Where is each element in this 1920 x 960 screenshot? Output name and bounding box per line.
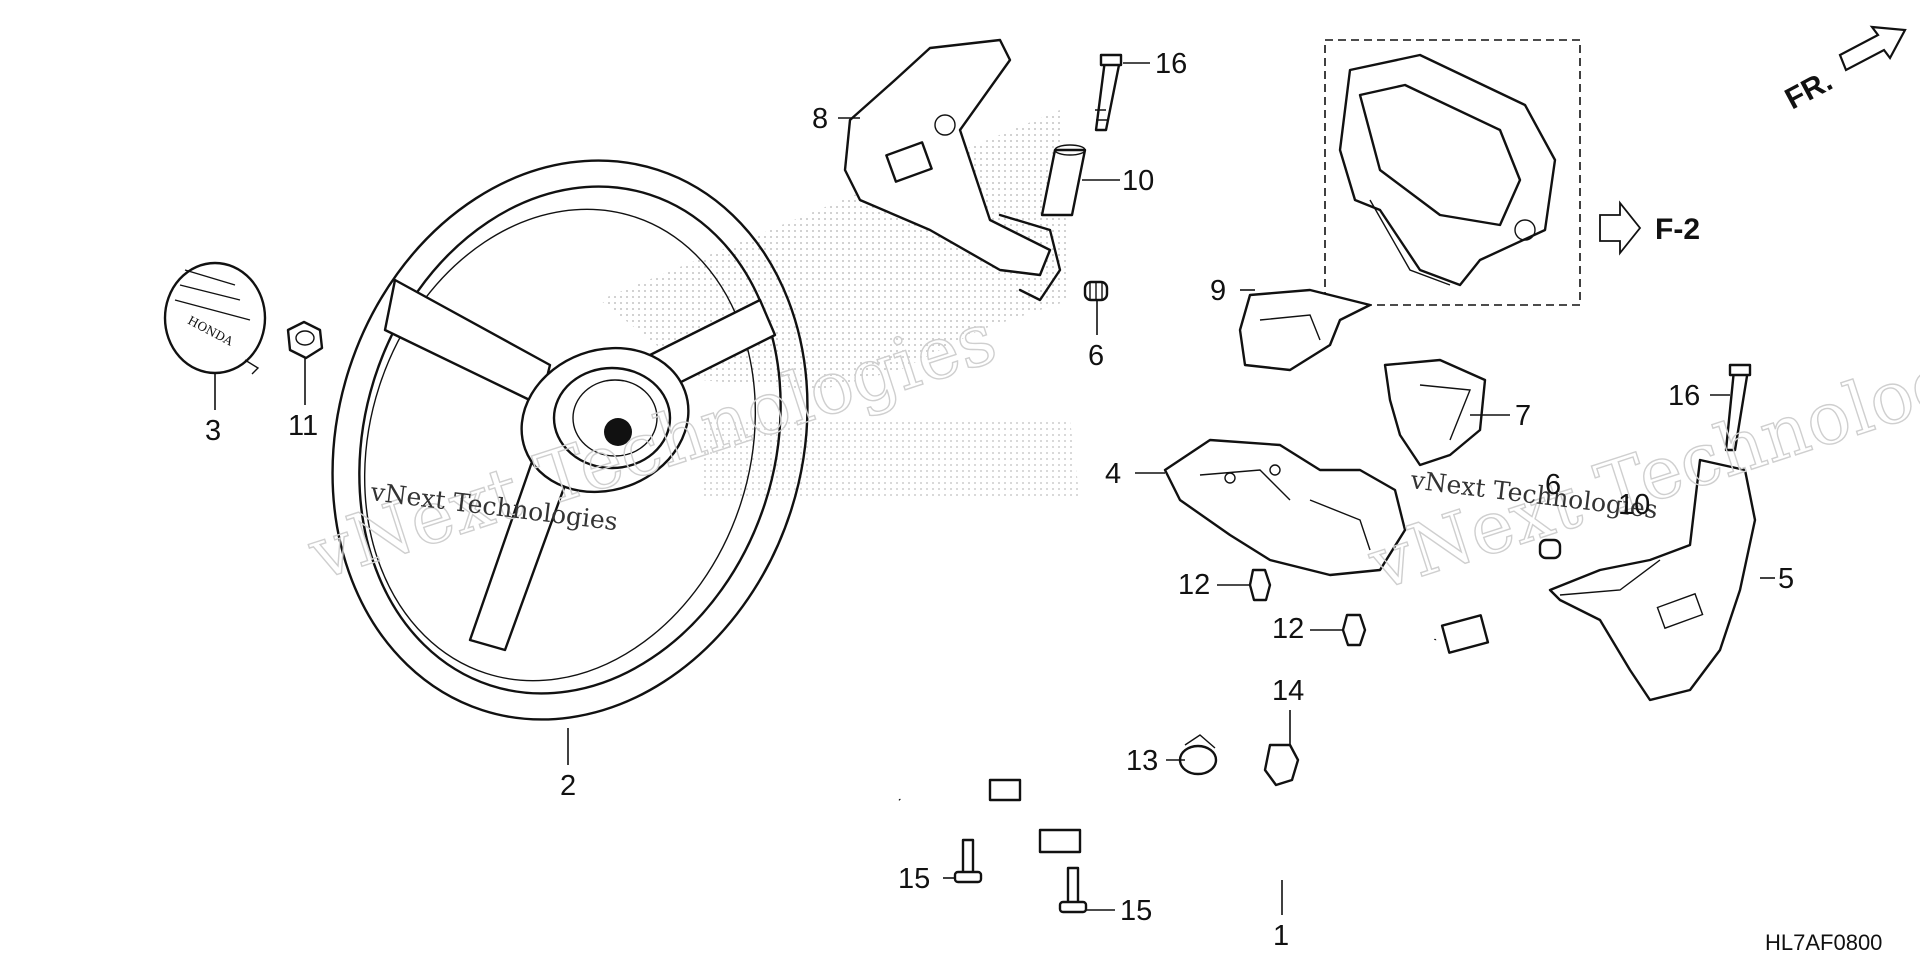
callout-9: 9 [1210, 275, 1226, 307]
bolt-right [1724, 363, 1752, 452]
switch-7 [1383, 358, 1487, 467]
front-direction-arrow [1838, 25, 1907, 72]
callout-16-top: 16 [1155, 48, 1187, 80]
direction-label: FR. [1780, 64, 1838, 116]
screw-15-right [1058, 866, 1088, 914]
switch-cover-left [843, 38, 1062, 302]
steering-wheel [331, 159, 809, 721]
callout-14: 14 [1272, 675, 1304, 707]
callout-6-top: 6 [1088, 340, 1104, 372]
grommet [1263, 743, 1300, 787]
callout-10-top: 10 [1122, 165, 1154, 197]
callout-12-left: 12 [1178, 569, 1210, 601]
mounting-bracket [1163, 438, 1407, 577]
callout-12-right: 12 [1272, 613, 1304, 645]
leader-lines [214, 62, 1775, 915]
meter-assembly [1324, 39, 1581, 306]
clip-12-right [1341, 613, 1367, 647]
spring-upper [1083, 280, 1109, 302]
callout-15-left: 15 [898, 863, 930, 895]
callout-7: 7 [1515, 400, 1531, 432]
switch-cover-right [1548, 458, 1757, 702]
callout-4: 4 [1105, 458, 1121, 490]
clip-12-left [1248, 568, 1272, 602]
callout-8: 8 [812, 103, 828, 135]
screw-15-left [953, 838, 983, 884]
callout-16-right: 16 [1668, 380, 1700, 412]
callout-1: 1 [1273, 920, 1289, 952]
collar [1040, 144, 1087, 217]
callout-15-right: 15 [1120, 895, 1152, 927]
reference-label: F-2 [1655, 213, 1700, 246]
callout-2: 2 [560, 770, 576, 802]
harness-clamp [1178, 734, 1218, 776]
callout-6-right: 6 [1545, 469, 1561, 501]
bolt-upper [1094, 53, 1123, 132]
reference-arrow [1599, 200, 1642, 256]
callout-3: 3 [205, 415, 221, 447]
switch-bracket-9 [1238, 288, 1372, 372]
nut [286, 320, 324, 360]
diagram-code: HL7AF0800 [1765, 930, 1882, 955]
emblem-cap: HONDA [163, 261, 267, 375]
callouts: 3 11 2 8 16 10 6 9 7 4 6 10 12 12 5 16 1… [205, 48, 1882, 955]
callout-13: 13 [1126, 745, 1158, 777]
callout-10-right: 10 [1618, 489, 1650, 521]
spring-right [1538, 538, 1562, 560]
callout-5: 5 [1778, 563, 1794, 595]
wire-harness [898, 614, 1490, 885]
callout-11: 11 [288, 410, 318, 442]
